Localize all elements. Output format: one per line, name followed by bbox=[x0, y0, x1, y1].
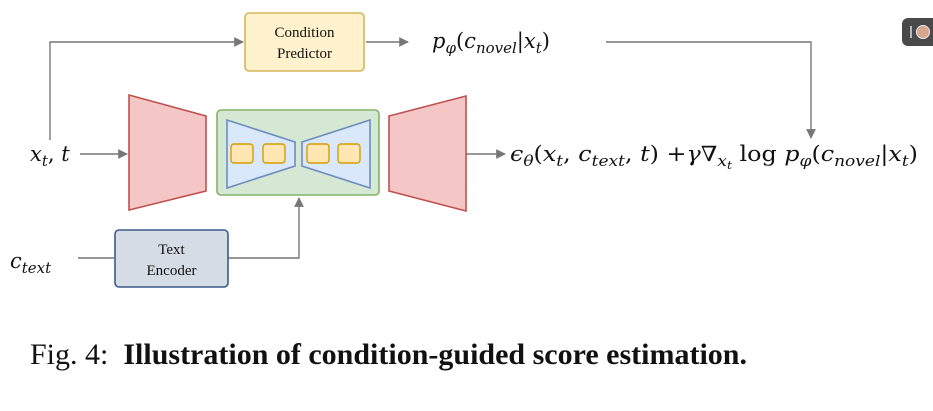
figure-caption: Fig. 4: Illustration of condition-guided… bbox=[30, 338, 930, 372]
connectors bbox=[49, 37, 816, 259]
unet-encoder-block bbox=[128, 93, 207, 212]
latent-token-4 bbox=[337, 143, 361, 164]
score-estimation-diagram: Condition Predictor Text Encoder xt, t c… bbox=[10, 12, 918, 288]
unet-bottleneck-block bbox=[216, 109, 380, 196]
latent-token-1 bbox=[230, 143, 254, 164]
text-encoder-box: Text Encoder bbox=[114, 229, 229, 288]
text-encoder-label-1: Text bbox=[158, 242, 185, 258]
unet-decoder-block bbox=[388, 94, 467, 213]
condition-predictor-box: Condition Predictor bbox=[244, 12, 365, 72]
arrow-text-encoder-up bbox=[228, 197, 304, 259]
text-encoder-label-2: Encoder bbox=[147, 263, 197, 279]
side-panel-tab[interactable] bbox=[902, 18, 933, 46]
predictor-output-formula: pφ(cnovel|xt) bbox=[432, 29, 550, 57]
inner-decoder-shape bbox=[301, 118, 371, 190]
condition-predictor-label-2: Predictor bbox=[277, 46, 332, 62]
caption-label: Fig. 4: bbox=[30, 338, 109, 371]
avatar-icon bbox=[916, 25, 930, 39]
input-xt-label: xt, t bbox=[30, 142, 70, 170]
grip-icon bbox=[910, 26, 912, 38]
condition-predictor-label-1: Condition bbox=[274, 25, 335, 41]
arrow-xt-to-predictor bbox=[49, 37, 244, 140]
arrow-predictor-output-to-formula bbox=[606, 41, 816, 139]
input-ctext-label: ctext bbox=[10, 249, 52, 277]
latent-token-2 bbox=[262, 143, 286, 164]
inner-encoder-shape bbox=[226, 118, 296, 190]
caption-text: Illustration of condition-guided score e… bbox=[123, 338, 747, 371]
latent-token-3 bbox=[306, 143, 330, 164]
